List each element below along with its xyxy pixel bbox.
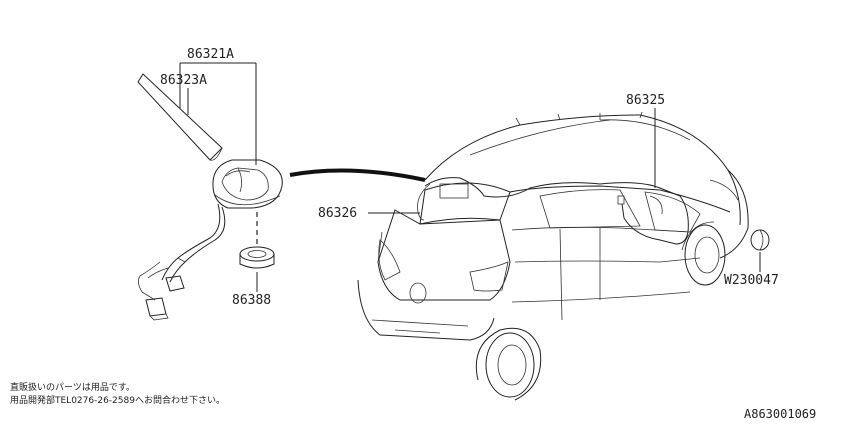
note-line-1: 直販扱いのパーツは用品です。 (10, 381, 135, 393)
hole-plug (750, 229, 770, 251)
label-86321a: 86321A (187, 47, 234, 62)
feeder-cable-thick (289, 168, 426, 182)
lead-connector (145, 275, 185, 321)
antenna-lead-cable (138, 203, 226, 301)
figure-id: A863001069 (744, 407, 816, 421)
label-86325: 86325 (626, 93, 665, 108)
antenna-rod (137, 73, 223, 161)
note-line-2: 用品開発部TEL0276-26-2589へお問合わせ下さい。 (10, 394, 225, 406)
rear-wheel (475, 327, 542, 401)
label-86388: 86388 (232, 293, 271, 308)
car-body (357, 111, 749, 341)
leader-lines (179, 62, 761, 292)
antenna-base (212, 159, 283, 209)
feeder-cable-route (417, 177, 689, 245)
grommet (239, 212, 275, 269)
label-86326: 86326 (318, 206, 357, 221)
label-w230047: W230047 (724, 273, 779, 288)
label-86323a: 86323A (160, 73, 207, 88)
front-wheel (681, 221, 726, 286)
